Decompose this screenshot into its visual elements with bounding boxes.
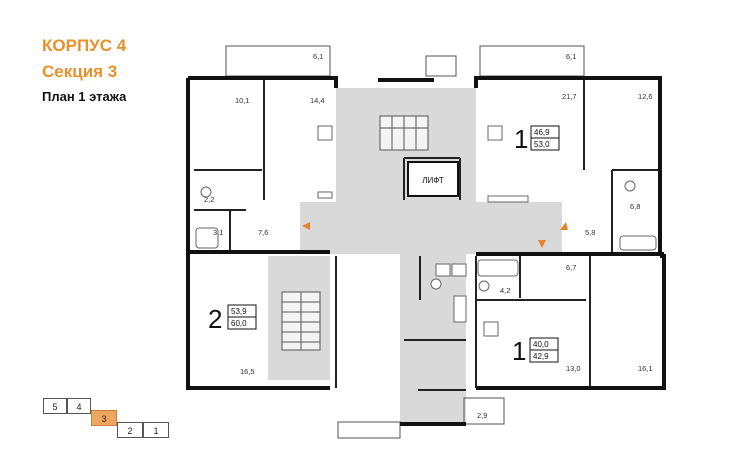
area-room-16-1: 16,1 <box>638 364 653 373</box>
area-room-2-2: 2,2 <box>204 195 214 204</box>
area-room-5-8: 5,8 <box>585 228 595 237</box>
apartment-total-area: 60,0 <box>231 319 247 328</box>
area-room-4-2: 4,2 <box>500 286 510 295</box>
apartment-living-area: 40,0 <box>533 340 549 349</box>
walls <box>186 76 666 426</box>
area-room-12-6: 12,6 <box>638 92 653 101</box>
sanitary-fixtures <box>195 125 657 337</box>
area-room-14-4: 14,4 <box>310 96 325 105</box>
area-room-16-5: 16,5 <box>240 367 255 376</box>
building-title: КОРПУС 4 <box>42 36 127 55</box>
elevator-label: ЛИФТ <box>422 176 444 185</box>
apartment-living-area: 53,9 <box>231 307 247 316</box>
apartment-total-area: 42,9 <box>533 352 549 361</box>
section-title: Секция 3 <box>42 62 118 81</box>
area-room-2-9: 2,9 <box>477 411 487 420</box>
section-selector-4[interactable]: 4 <box>67 398 91 414</box>
area-room-21-7: 21,7 <box>562 92 577 101</box>
area-room-7-6: 7,6 <box>258 228 268 237</box>
elevator: ЛИФТ <box>407 161 459 197</box>
apartment-total-area: 53,0 <box>534 140 550 149</box>
area-room-3-1: 3,1 <box>213 228 223 237</box>
staircase-top <box>379 115 429 151</box>
section-selector-1[interactable]: 1 <box>143 422 169 438</box>
apartment-rooms: 2 <box>208 304 222 334</box>
section-selector-2[interactable]: 2 <box>117 422 143 438</box>
section-selector-5[interactable]: 5 <box>43 398 67 414</box>
area-balcony-left: 6,1 <box>313 52 323 61</box>
partitions <box>194 80 658 391</box>
area-room-6-7: 6,7 <box>566 263 576 272</box>
entrance-markers <box>302 222 568 248</box>
apartment-badge-1: 1 46,9 53,0 <box>514 124 560 154</box>
apartment-rooms: 1 <box>512 336 526 366</box>
apartment-living-area: 46,9 <box>534 128 550 137</box>
apartment-badge-2: 2 53,9 60,0 <box>208 304 257 334</box>
area-room-6-8: 6,8 <box>630 202 640 211</box>
area-balcony-right: 6,1 <box>566 52 576 61</box>
area-room-13-0: 13,0 <box>566 364 581 373</box>
room-areas: 6,1 6,1 10,1 14,4 21,7 12,6 2,2 3,1 7,6 … <box>204 52 653 420</box>
area-room-10-1: 10,1 <box>235 96 250 105</box>
apartment-rooms: 1 <box>514 124 528 154</box>
staircase-left <box>281 291 321 351</box>
section-selector-3[interactable]: 3 <box>91 410 117 426</box>
apartment-badge-3: 1 40,0 42,9 <box>512 336 559 366</box>
floor-title: План 1 этажа <box>42 89 127 104</box>
